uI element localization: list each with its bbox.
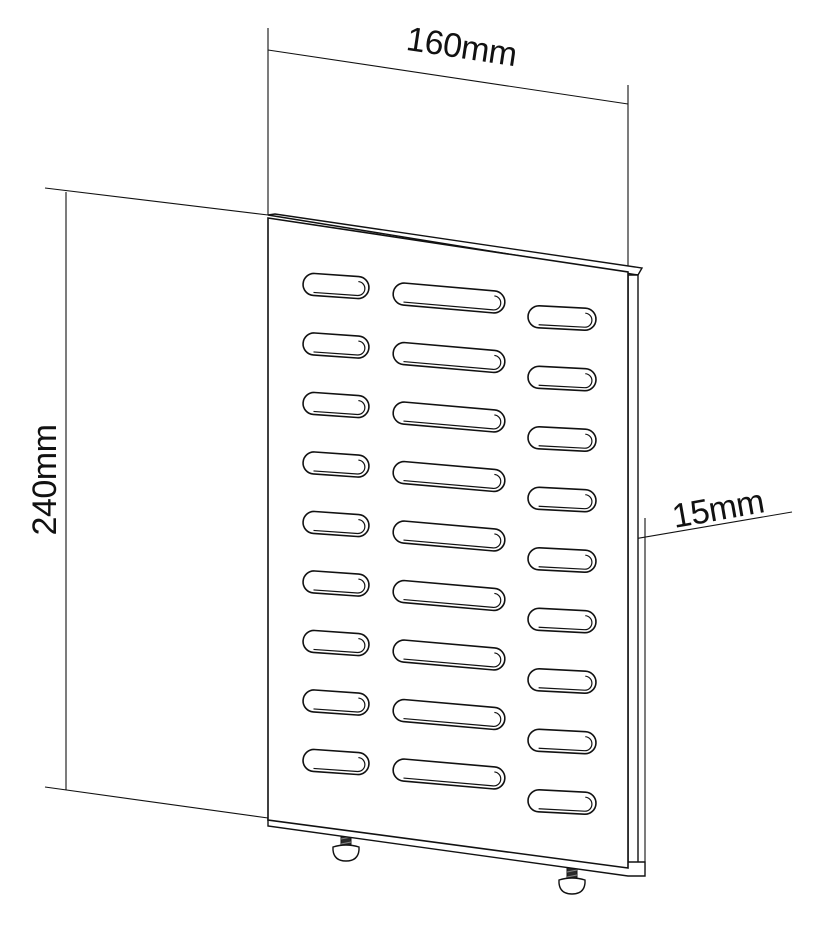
height-extension-line-bottom <box>44 786 269 819</box>
slot-c2-r4 <box>392 460 506 493</box>
slot-outline <box>527 304 597 332</box>
screw-head <box>332 844 360 862</box>
slot-c1-r2 <box>302 332 370 359</box>
slot-c2-r7 <box>392 639 506 671</box>
slot-c1-r4 <box>302 451 370 478</box>
slot-c2-r1 <box>392 282 506 314</box>
slot-c1-r1 <box>302 272 370 300</box>
slot-inner-edge <box>538 433 593 449</box>
slot-inner-edge <box>538 615 593 631</box>
slot-c2-r2 <box>392 341 506 374</box>
slot-c1-r5 <box>302 510 370 538</box>
screw-thread <box>566 869 578 873</box>
slot-c1-r7 <box>302 629 370 657</box>
slot-outline <box>392 282 506 314</box>
slot-c2-r3 <box>392 401 506 433</box>
slot-inner-edge <box>403 473 502 489</box>
slot-inner-edge <box>313 637 366 654</box>
slot-inner-edge <box>538 373 593 389</box>
slot-inner-edge <box>403 414 502 430</box>
slot-c3-r3 <box>527 425 597 453</box>
slot-c3-r9 <box>527 788 597 816</box>
height-dimension: 240mm <box>26 187 269 819</box>
slot-outline <box>392 758 506 790</box>
slot-inner-edge <box>403 771 502 787</box>
slot-inner-edge <box>538 796 593 812</box>
slot-outline <box>392 520 506 552</box>
slot-c1-r3 <box>302 391 370 419</box>
slot-inner-edge <box>403 295 502 311</box>
slot-inner-edge <box>313 756 366 773</box>
slot-outline <box>527 788 597 816</box>
slot-c2-r5 <box>392 520 506 552</box>
slot-inner-edge <box>313 399 366 416</box>
slot-c2-r6 <box>392 579 506 612</box>
slot-outline <box>392 401 506 433</box>
plate-right-edge <box>627 274 639 871</box>
width-label: 160mm <box>404 20 519 74</box>
slot-inner-edge <box>313 697 366 713</box>
slot-outline <box>527 667 597 695</box>
width-dimension-line <box>267 49 629 105</box>
slot-c3-r4 <box>527 486 597 513</box>
slot-outline <box>392 341 506 374</box>
slot-c3-r1 <box>527 304 597 332</box>
slot-c1-r9 <box>302 748 370 776</box>
slot-inner-edge <box>313 340 366 356</box>
slot-outline <box>527 425 597 453</box>
slot-c3-r7 <box>527 667 597 695</box>
slot-inner-edge <box>538 675 593 691</box>
slot-inner-edge <box>538 554 593 570</box>
depth-extension-line-front <box>627 511 793 541</box>
slot-inner-edge <box>403 711 502 727</box>
slot-inner-edge <box>403 652 502 668</box>
slot-inner-edge <box>313 280 366 297</box>
slot-outline <box>392 639 506 671</box>
slot-outline <box>527 486 597 513</box>
slot-inner-edge <box>313 459 366 475</box>
height-label: 240mm <box>26 425 64 536</box>
slot-outline <box>392 460 506 493</box>
slot-c3-r2 <box>527 365 597 392</box>
slot-c2-r8 <box>392 698 506 731</box>
slot-inner-edge <box>313 518 366 535</box>
screw-thread <box>566 874 578 878</box>
screw-thread <box>340 841 352 845</box>
depth-dimension: 15mm <box>627 482 793 870</box>
slot-outline <box>527 728 597 755</box>
slot-c3-r5 <box>527 546 597 574</box>
slot-outline <box>392 698 506 731</box>
slot-grid <box>302 272 597 816</box>
slot-inner-edge <box>403 533 502 549</box>
slot-c1-r8 <box>302 689 370 716</box>
slot-c1-r6 <box>302 570 370 597</box>
slot-outline <box>392 579 506 612</box>
slot-outline <box>527 365 597 392</box>
slot-c3-r6 <box>527 607 597 634</box>
screw-2 <box>558 857 586 895</box>
slot-inner-edge <box>403 592 502 608</box>
slot-outline <box>527 546 597 574</box>
screw-head <box>558 877 586 895</box>
slot-inner-edge <box>313 578 366 594</box>
slot-inner-edge <box>538 494 593 510</box>
height-extension-line-top <box>44 187 269 216</box>
slot-inner-edge <box>403 354 502 370</box>
slot-c3-r8 <box>527 728 597 755</box>
slot-c2-r9 <box>392 758 506 790</box>
depth-label: 15mm <box>669 482 767 535</box>
slot-inner-edge <box>538 736 593 752</box>
slot-inner-edge <box>538 312 593 328</box>
slot-outline <box>527 607 597 634</box>
